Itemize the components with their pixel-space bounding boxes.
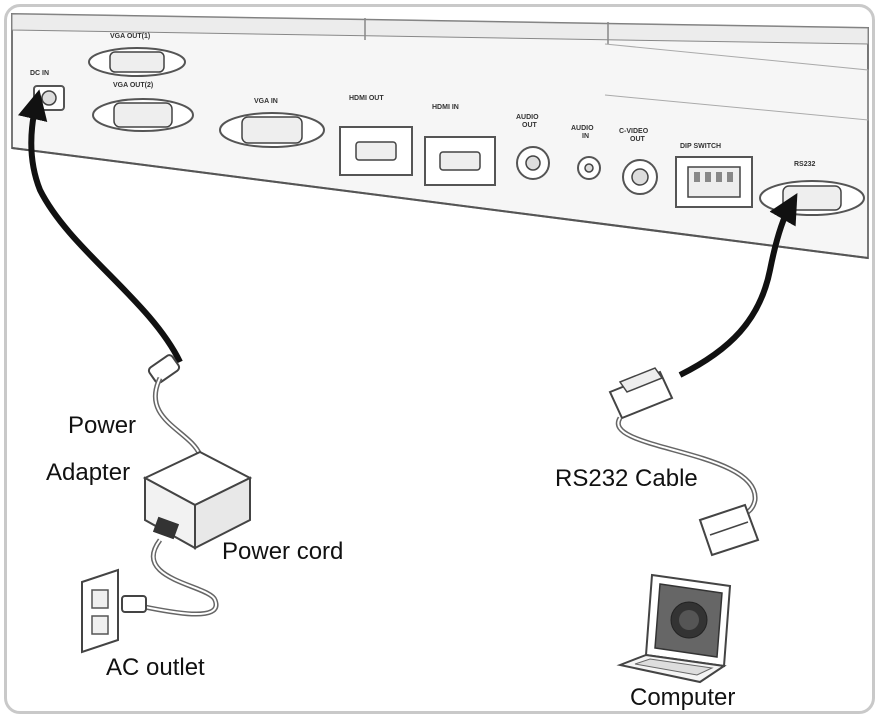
diagram-frame: [4, 4, 875, 714]
laptop-computer: [616, 573, 732, 684]
ac-outlet: [81, 568, 147, 654]
vga-out2-label: VGA OUT(2): [113, 82, 153, 89]
rs232-cable-label: RS232 Cable: [555, 465, 698, 492]
audio-in-label-2: IN: [582, 133, 589, 140]
hdmi-in-label: HDMI IN: [432, 104, 459, 111]
vga-out1-port: VGA OUT(1): [88, 33, 186, 77]
vga-in-port: VGA IN: [219, 98, 325, 148]
cvideo-out-label-1: C-VIDEO: [619, 128, 649, 135]
power-adapter-label-line1: Power: [68, 412, 137, 439]
power-cord: [134, 538, 219, 617]
hdmi-out-port: HDMI OUT: [339, 95, 413, 176]
audio-in-port: AUDIO IN: [571, 125, 601, 180]
vga-out2-port: VGA OUT(2): [92, 82, 194, 132]
cvideo-out-label-2: OUT: [630, 136, 646, 143]
rs232-connector: [608, 367, 674, 420]
vga-out1-label: VGA OUT(1): [110, 33, 150, 40]
audio-out-port: AUDIO OUT: [516, 114, 550, 180]
ac-outlet-label: AC outlet: [106, 654, 205, 681]
dc-in-label: DC IN: [30, 70, 49, 77]
computer-label: Computer: [630, 684, 736, 711]
hdmi-out-label: HDMI OUT: [349, 95, 384, 102]
audio-in-label-1: AUDIO: [571, 125, 594, 132]
dip-switch-label: DIP SWITCH: [680, 143, 721, 150]
audio-out-label-2: OUT: [522, 122, 538, 129]
audio-out-label-1: AUDIO: [516, 114, 539, 121]
hdmi-in-port: HDMI IN: [424, 104, 496, 186]
power-adapter-label-line2: Adapter: [46, 459, 131, 486]
dip-switch: DIP SWITCH: [675, 143, 753, 208]
power-cord-label: Power cord: [222, 538, 344, 565]
power-adapter-box: [142, 450, 253, 550]
usb-connector: [698, 503, 760, 557]
vga-in-label: VGA IN: [254, 98, 278, 105]
power-cable: [18, 89, 183, 364]
rs232-label: RS232: [794, 161, 816, 168]
dc-plug: [147, 354, 181, 384]
cvideo-out-port: C-VIDEO OUT: [619, 128, 658, 195]
rs232-cable: [678, 192, 798, 378]
